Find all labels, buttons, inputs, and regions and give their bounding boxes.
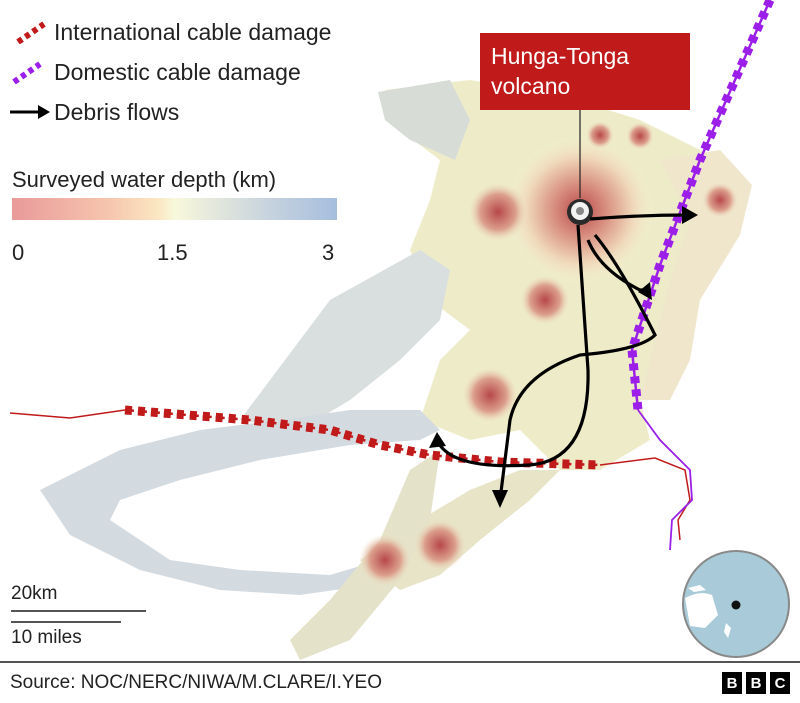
depth-tick-mid: 1.5 bbox=[157, 240, 188, 265]
depth-tick-min: 0 bbox=[12, 240, 25, 265]
locator-globe bbox=[682, 550, 790, 658]
legend-label: International cable damage bbox=[54, 18, 332, 45]
international-cable bbox=[9, 405, 691, 541]
scale-km-bar bbox=[11, 610, 146, 612]
depth-scale-title: Surveyed water depth (km) bbox=[12, 167, 277, 192]
callout-line-1: Hunga-Tonga bbox=[491, 43, 630, 69]
bbc-logo-letter: B bbox=[722, 672, 742, 694]
depth-tick-max: 3 bbox=[322, 240, 335, 265]
source-credit: Source: NOC/NERC/NIWA/M.CLARE/I.YEO bbox=[10, 672, 382, 693]
volcano-callout: Hunga-Tonga volcano bbox=[480, 33, 690, 110]
bbc-logo-letter: C bbox=[770, 672, 790, 694]
bbc-logo: B B C bbox=[722, 672, 790, 694]
scale-km-label: 20km bbox=[11, 583, 58, 604]
domestic-cable bbox=[627, 0, 775, 551]
arrowheads bbox=[429, 206, 698, 508]
shallow-hotspots bbox=[359, 121, 738, 586]
legend-item-debris: Debris flows bbox=[10, 92, 331, 132]
purple-dashed-line-icon bbox=[10, 60, 54, 85]
depth-color-bar bbox=[12, 198, 337, 220]
footer: Source: NOC/NERC/NIWA/M.CLARE/I.YEO B B … bbox=[0, 661, 800, 703]
black-arrow-icon bbox=[10, 100, 54, 124]
debris-flow-arrows bbox=[435, 213, 689, 501]
bathymetry-map bbox=[9, 0, 790, 660]
red-dashed-line-icon bbox=[10, 20, 54, 45]
callout-line-2: volcano bbox=[491, 73, 571, 99]
legend-label: Debris flows bbox=[54, 98, 180, 125]
legend-label: Domestic cable damage bbox=[54, 58, 301, 85]
volcano-crater-icon bbox=[567, 199, 593, 225]
legend-item-domestic: Domestic cable damage bbox=[10, 52, 331, 92]
scale-miles-bar bbox=[11, 621, 121, 623]
location-marker-icon bbox=[731, 600, 741, 610]
legend-item-international: International cable damage bbox=[10, 12, 331, 52]
bbc-logo-letter: B bbox=[746, 672, 766, 694]
scale-miles-label: 10 miles bbox=[11, 627, 82, 648]
legend: International cable damage Domestic cabl… bbox=[10, 12, 331, 132]
